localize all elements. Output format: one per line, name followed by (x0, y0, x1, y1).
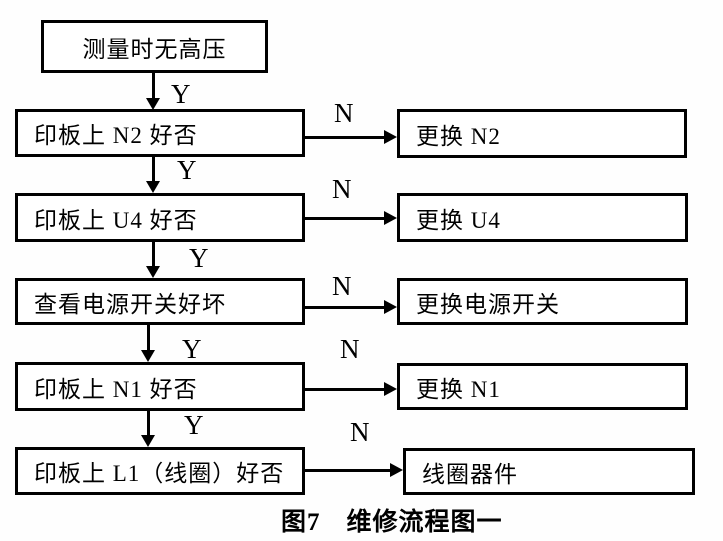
question-node: 印板上 N1 好否 (15, 362, 305, 411)
no-arrow-right-icon (305, 300, 397, 314)
arrow-shaft (305, 216, 387, 220)
arrow-head (390, 463, 403, 477)
no-arrow-right-icon (305, 130, 397, 144)
start-node: 测量时无高压 (41, 20, 268, 73)
arrow-head (141, 435, 155, 447)
arrow-shaft (305, 387, 387, 391)
arrow-head (146, 98, 160, 110)
no-label: N (334, 98, 354, 128)
yes-label: Y (177, 155, 197, 185)
action-node: 线圈器件 (403, 448, 695, 495)
question-node-label: 印板上 L1（线圈）好否 (34, 461, 285, 486)
arrow-head (146, 266, 160, 278)
arrow-shaft (305, 468, 393, 472)
yes-arrow-down-icon (141, 325, 155, 362)
yes-label: Y (182, 334, 202, 364)
arrow-head (384, 211, 397, 225)
action-node: 更换电源开关 (397, 278, 688, 325)
question-node: 印板上 U4 好否 (15, 193, 305, 242)
no-arrow-right-icon (305, 382, 397, 396)
arrow-head (146, 181, 160, 193)
arrow-shaft (151, 73, 155, 100)
action-node: 更换 U4 (397, 193, 688, 242)
yes-arrow-down-icon (146, 73, 160, 110)
arrow-shaft (151, 157, 155, 183)
arrow-shaft (305, 135, 387, 139)
yes-label: Y (189, 243, 209, 273)
yes-arrow-down-icon (141, 411, 155, 447)
arrow-shaft (151, 242, 155, 268)
arrow-head (384, 382, 397, 396)
question-node: 查看电源开关好坏 (15, 278, 305, 325)
no-label: N (332, 174, 352, 204)
yes-arrow-down-icon (146, 242, 160, 278)
action-node-label: 更换 N2 (416, 123, 501, 149)
question-node-label: 印板上 N1 好否 (34, 376, 198, 402)
question-node: 印板上 N2 好否 (15, 109, 305, 157)
start-node-label: 测量时无高压 (82, 36, 227, 62)
arrow-head (384, 130, 397, 144)
no-arrow-right-icon (305, 463, 403, 477)
question-node-label: 印板上 U4 好否 (34, 207, 198, 233)
arrow-shaft (146, 325, 150, 352)
arrow-shaft (146, 411, 150, 437)
no-arrow-right-icon (305, 211, 397, 225)
yes-arrow-down-icon (146, 157, 160, 193)
arrow-head (384, 300, 397, 314)
yes-label: Y (184, 410, 204, 440)
action-node-label: 线圈器件 (422, 461, 518, 487)
figure-caption: 图7 维修流程图一 (281, 509, 503, 536)
no-label: N (332, 271, 352, 301)
action-node-label: 更换电源开关 (416, 291, 560, 317)
question-node-label: 查看电源开关好坏 (34, 291, 226, 317)
yes-label: Y (171, 79, 191, 109)
action-node: 更换 N1 (397, 363, 688, 410)
question-node: 印板上 L1（线圈）好否 (15, 447, 305, 495)
no-label: N (340, 334, 360, 364)
arrow-head (141, 350, 155, 362)
no-label: N (350, 417, 370, 447)
action-node-label: 更换 N1 (416, 376, 501, 402)
arrow-shaft (305, 305, 387, 309)
question-node-label: 印板上 N2 好否 (34, 123, 198, 148)
action-node-label: 更换 U4 (416, 207, 501, 233)
action-node: 更换 N2 (397, 109, 687, 158)
